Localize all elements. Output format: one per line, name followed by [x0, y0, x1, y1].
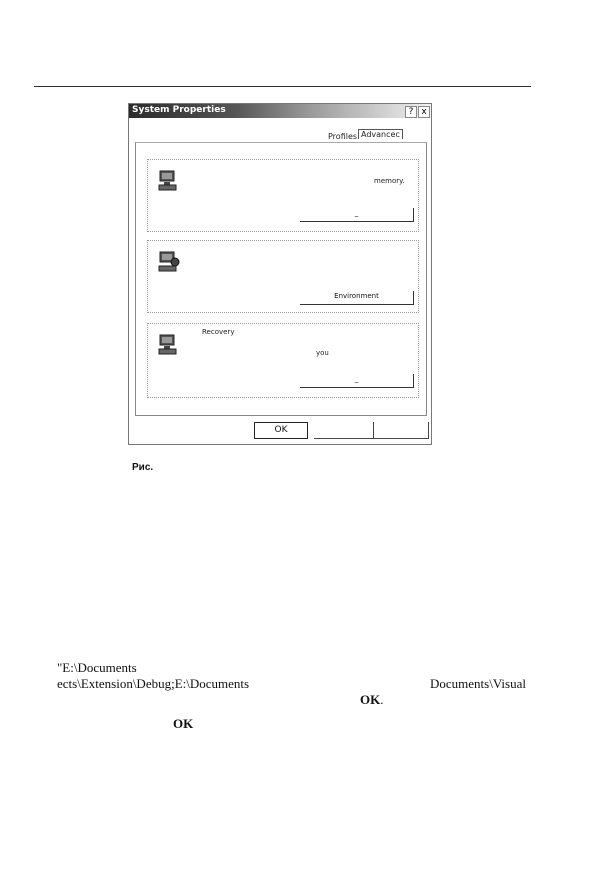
body-period: .	[380, 692, 384, 707]
body-line-3: OK.	[360, 692, 383, 708]
startup-recovery-text: you	[316, 349, 329, 357]
ok-mention-2: OK	[173, 716, 194, 731]
system-properties-dialog: System Properties ? x Profiles Advancec …	[128, 103, 432, 445]
ok-button[interactable]: OK	[254, 422, 308, 439]
performance-group: memory. _	[147, 159, 419, 232]
dialog-title: System Properties	[132, 105, 226, 115]
startup-recovery-settings-button[interactable]: _	[300, 374, 414, 388]
performance-text: memory.	[374, 177, 405, 185]
page-rule	[34, 86, 531, 87]
startup-recovery-group: Recovery you _	[147, 323, 419, 398]
performance-settings-button[interactable]: _	[300, 208, 414, 222]
body-line-2-right: Documents\Visual	[430, 676, 526, 691]
ok-mention-1: OK	[360, 692, 381, 707]
tab-panel	[135, 142, 427, 416]
environment-group: Environment	[147, 240, 419, 313]
startup-recovery-icon	[158, 334, 177, 355]
figure-caption: Рис.	[132, 462, 154, 473]
body-line-2-left: ects\Extension\Debug;E:\Documents	[57, 676, 250, 691]
apply-button[interactable]	[373, 422, 429, 439]
environment-icon	[158, 251, 180, 272]
startup-recovery-heading: Recovery	[202, 328, 235, 336]
dialog-titlebar[interactable]: System Properties ? x	[129, 104, 431, 118]
performance-icon	[158, 170, 177, 191]
cancel-button[interactable]	[314, 422, 374, 439]
close-button[interactable]: x	[418, 106, 430, 118]
tab-profiles[interactable]: Profiles	[328, 132, 358, 141]
tab-advanced[interactable]: Advancec	[358, 129, 403, 139]
environment-variables-button[interactable]: Environment	[300, 291, 414, 305]
help-button[interactable]: ?	[405, 106, 417, 118]
body-line-1: "E:\Documents	[57, 660, 137, 675]
